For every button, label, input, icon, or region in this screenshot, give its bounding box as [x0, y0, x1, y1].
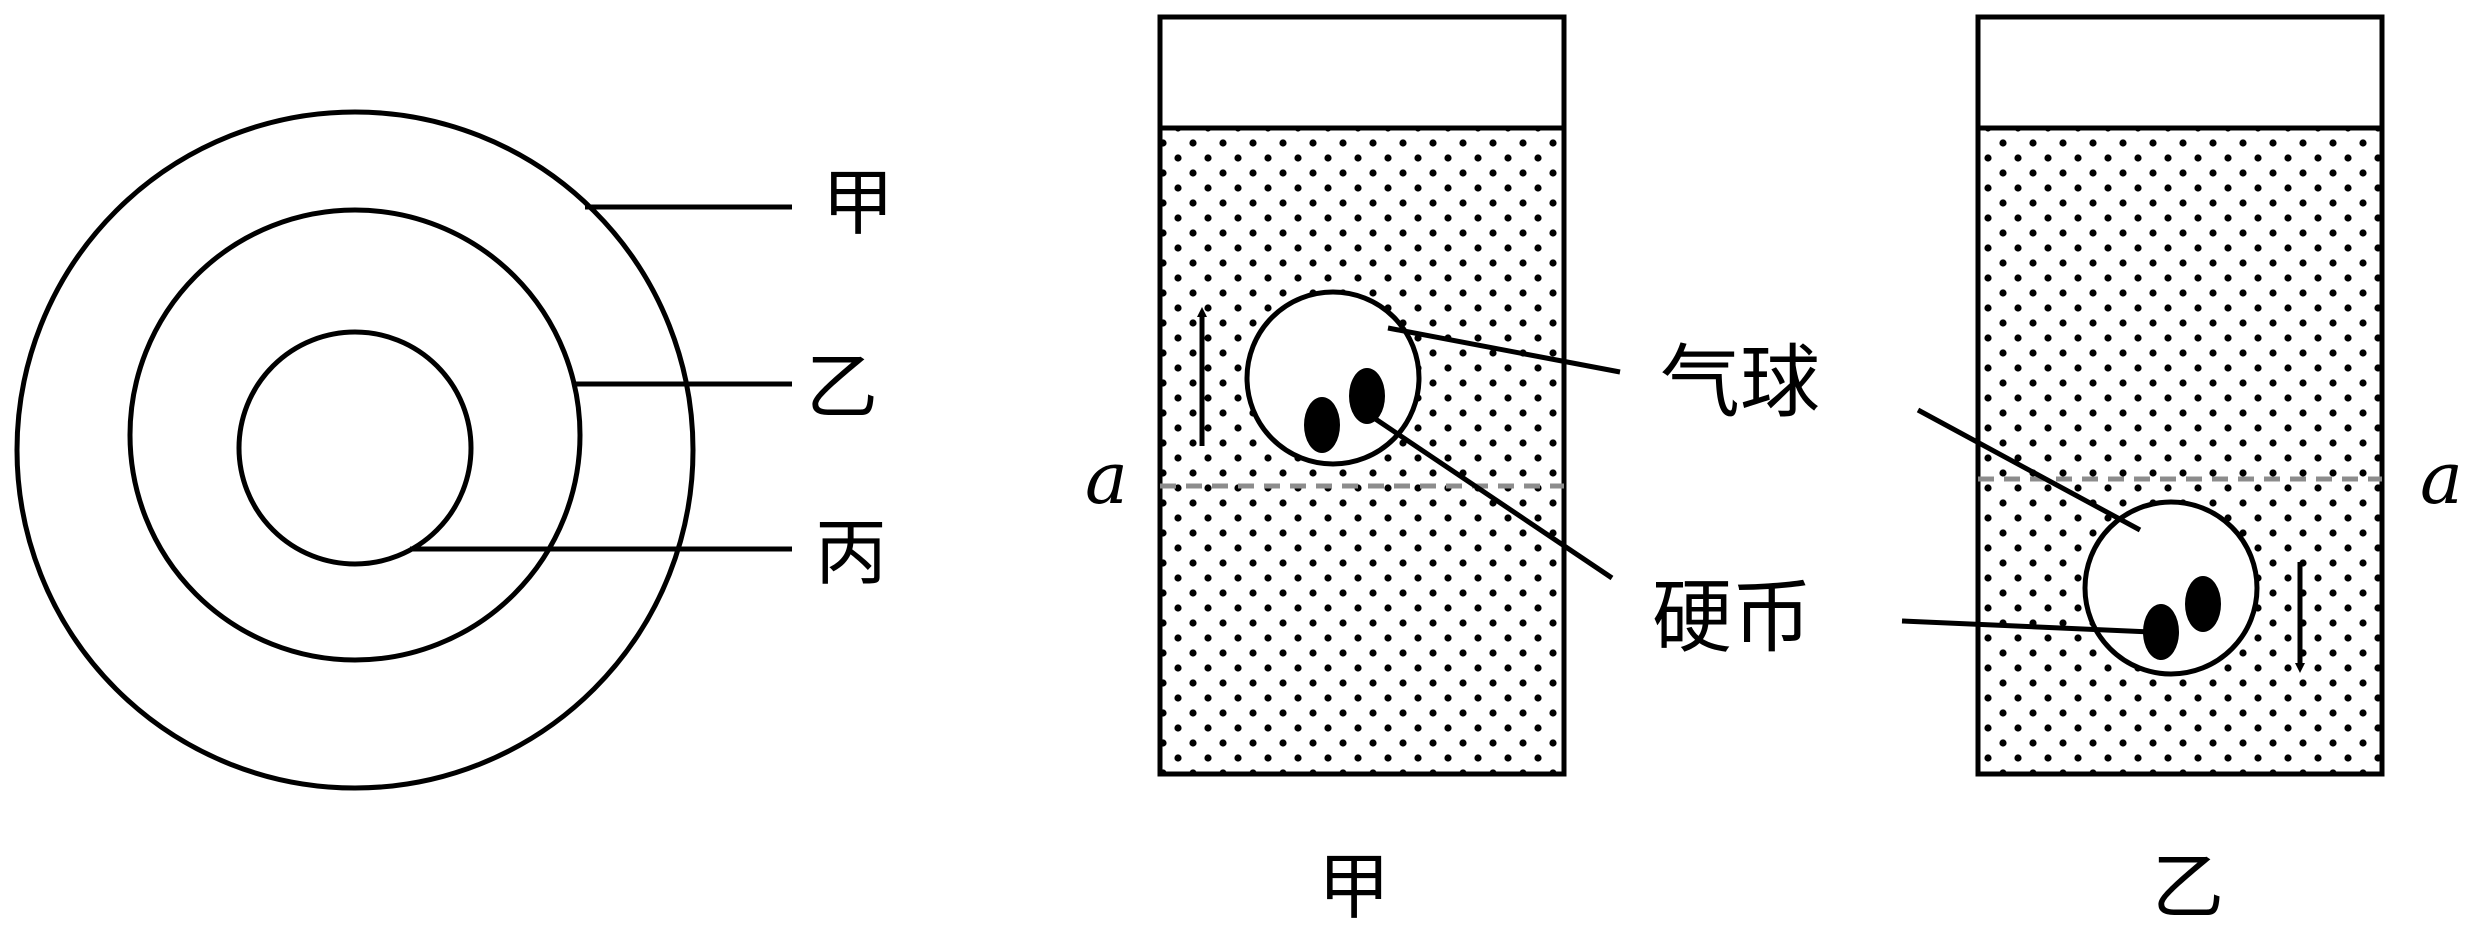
coin-label: 硬币 [1652, 571, 1812, 664]
inner-circle [236, 329, 474, 567]
coin-leader-line-left [1372, 415, 1614, 581]
beaker-right-water [1978, 128, 2382, 774]
shared-labels: 气球 硬币 [1372, 325, 2152, 664]
outer-label: 甲 [822, 161, 894, 245]
concentric-circles: 甲 乙 丙 [14, 109, 894, 791]
inner-label: 丙 [815, 511, 887, 595]
middle-circle [127, 207, 583, 663]
beaker-left-level-label: a [1085, 436, 1128, 520]
beaker-right-outline [1975, 14, 2385, 777]
beaker-right-coin [2143, 604, 2179, 660]
beaker-right-coin [2185, 576, 2221, 632]
beaker-right: a 乙 [1975, 14, 2463, 929]
beaker-left-outline [1157, 14, 1567, 777]
outer-circle [14, 109, 696, 791]
coin-leader-line-right [1901, 618, 2152, 635]
balloon-label: 气球 [1660, 336, 1820, 429]
beaker-left-caption: 甲 [1318, 845, 1390, 929]
beaker-right-level-label: a [2420, 436, 2463, 520]
balloon-leader-line-left [1387, 325, 1621, 375]
balloon-leader-line-right [1916, 407, 2142, 533]
middle-label: 乙 [806, 345, 878, 429]
beaker-left: a 甲 [1085, 14, 1567, 929]
beaker-right-caption: 乙 [2152, 845, 2224, 929]
beaker-left-coin [1304, 397, 1340, 453]
beaker-left-coin [1349, 368, 1385, 424]
